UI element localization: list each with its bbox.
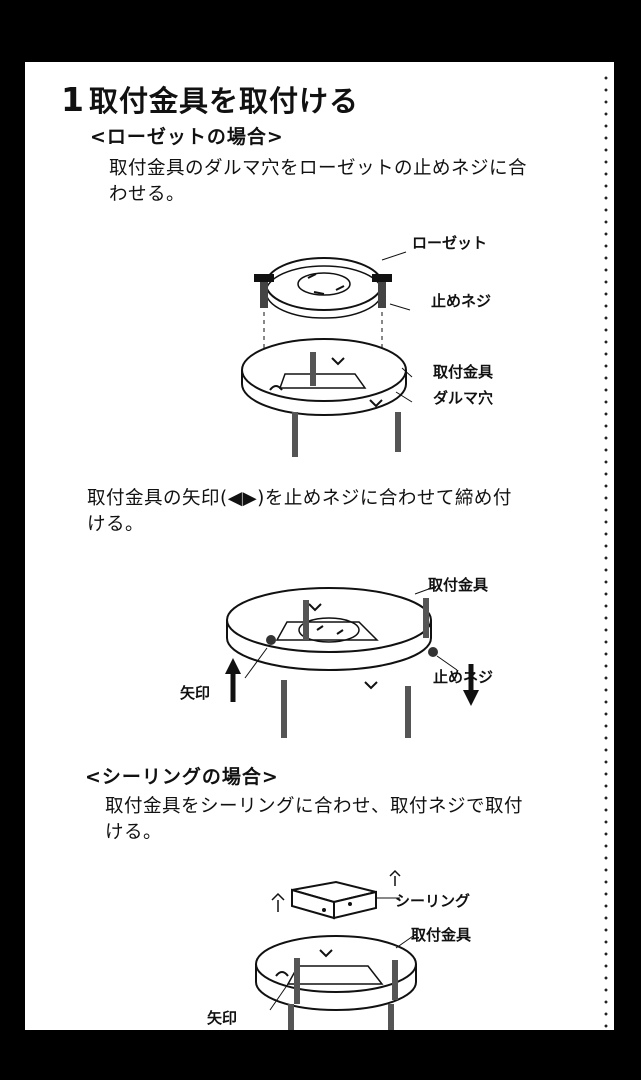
rosette-instruction: 取付金具のダルマ穴をローゼットの止めネジに合 わせる。 bbox=[109, 156, 527, 208]
label-bracket: 取付金具 bbox=[433, 363, 494, 381]
label-keyhole: ダルマ穴 bbox=[433, 389, 494, 407]
rosette-instruction-line1: 取付金具のダルマ穴をローゼットの止めネジに合 bbox=[109, 158, 528, 179]
arrow-instruction-line1: 取付金具の矢印(◀▶)を止めネジに合わせて締め付 bbox=[87, 488, 512, 509]
ceiling-instruction: 取付金具をシーリングに合わせ、取付ネジで取付 ける。 bbox=[105, 794, 523, 846]
arrow-instruction-line2: ける。 bbox=[87, 514, 145, 535]
label-arrow-mark: 矢印 bbox=[180, 684, 211, 702]
label-arrow-mark-2: 矢印 bbox=[207, 1009, 238, 1027]
arrow-instruction: 取付金具の矢印(◀▶)を止めネジに合わせて締め付 ける。 bbox=[87, 486, 512, 538]
ceiling-instruction-line1: 取付金具をシーリングに合わせ、取付ネジで取付 bbox=[105, 796, 524, 817]
label-bracket-3: 取付金具 bbox=[411, 926, 472, 944]
section-title: 取付金具を取付ける bbox=[88, 84, 359, 118]
label-rosette: ローゼット bbox=[412, 234, 488, 252]
dotted-border bbox=[603, 72, 609, 1030]
label-stop-screw: 止めネジ bbox=[431, 292, 492, 310]
rosette-heading: <ローゼットの場合> bbox=[90, 126, 284, 148]
ceiling-instruction-line2: ける。 bbox=[105, 822, 163, 843]
rosette-diagram bbox=[240, 242, 430, 457]
rotation-diagram bbox=[225, 582, 479, 738]
label-bracket-2: 取付金具 bbox=[428, 576, 489, 594]
label-stop-screw-2: 止めネジ bbox=[433, 668, 494, 686]
rosette-instruction-line2: わせる。 bbox=[109, 184, 186, 205]
step-number: 1 bbox=[61, 80, 85, 119]
label-ceiling: シーリング bbox=[395, 892, 471, 910]
ceiling-diagram bbox=[240, 870, 420, 1030]
ceiling-heading: <シーリングの場合> bbox=[85, 766, 279, 788]
